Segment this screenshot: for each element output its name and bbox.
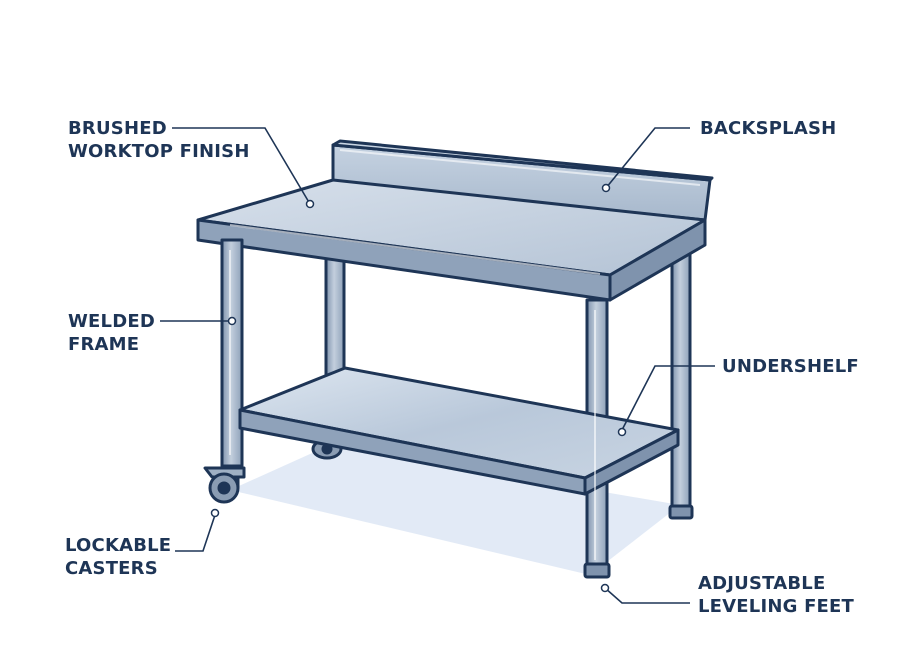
front-caster — [203, 466, 246, 504]
dot-worktop — [305, 199, 315, 209]
dot-undershelf — [617, 427, 627, 437]
callout-worktop: BRUSHED WORKTOP FINISH — [68, 117, 250, 163]
leader-backsplash — [605, 127, 690, 189]
dot-backsplash — [601, 183, 611, 193]
callout-backsplash-line1: BACKSPLASH — [700, 118, 837, 139]
callout-frame-line2: FRAME — [68, 334, 140, 355]
callout-undershelf-line1: UNDERSHELF — [722, 356, 859, 377]
back-right-leg — [670, 248, 692, 514]
front-left-leg — [220, 238, 244, 468]
leader-casters — [175, 514, 216, 552]
leader-feet — [604, 587, 690, 604]
leader-undershelf — [621, 365, 715, 431]
callout-casters: LOCKABLE CASTERS — [65, 534, 171, 580]
callout-casters-line1: LOCKABLE — [65, 535, 172, 556]
callout-feet: ADJUSTABLE LEVELING FEET — [698, 572, 854, 618]
callout-casters-line2: CASTERS — [65, 558, 158, 579]
callout-undershelf: UNDERSHELF — [722, 355, 859, 378]
callout-backsplash: BACKSPLASH — [700, 117, 836, 140]
callout-frame-line1: WELDED — [68, 311, 155, 332]
callout-feet-line1: ADJUSTABLE — [698, 573, 826, 594]
undershelf-right-lip — [583, 428, 680, 496]
callout-worktop-line1: BRUSHED — [68, 118, 167, 139]
back-right-foot — [668, 504, 694, 520]
dot-feet — [600, 583, 610, 593]
front-right-foot — [583, 562, 611, 579]
callout-frame: WELDED FRAME — [68, 310, 155, 356]
dot-frame — [227, 316, 237, 326]
metal-highlights — [229, 149, 701, 560]
callout-worktop-line2: WORKTOP FINISH — [68, 141, 250, 162]
leader-worktop — [172, 127, 311, 205]
worktop-right-edge — [608, 218, 707, 302]
callout-feet-line2: LEVELING FEET — [698, 596, 855, 617]
floor-shadow — [230, 445, 680, 575]
backsplash-top-edge — [331, 139, 714, 182]
dot-casters — [210, 508, 220, 518]
